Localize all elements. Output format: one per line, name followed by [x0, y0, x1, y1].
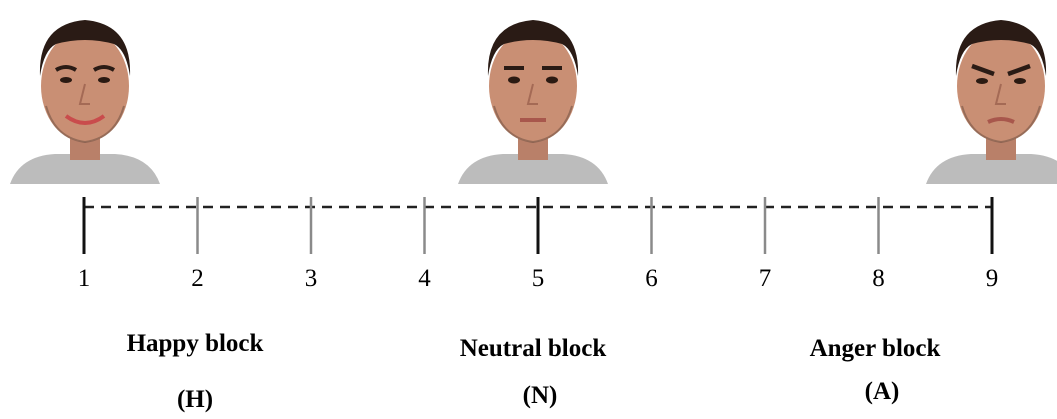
happy-block-code: (H)	[176, 386, 214, 413]
neutral-block-label: Neutral block	[459, 335, 607, 362]
face-figure	[458, 20, 608, 184]
tick-label-6: 6	[645, 265, 658, 292]
tick-label-2: 2	[191, 265, 204, 292]
tick-label-3: 3	[304, 265, 318, 292]
tick-label-4: 4	[418, 265, 431, 292]
neutral-block-code: (N)	[522, 382, 558, 409]
happy-block-label: Happy block	[126, 330, 264, 357]
tick-marks	[82, 197, 994, 254]
tick-label-9: 9	[985, 265, 999, 292]
anger-block-label: Anger block	[809, 335, 941, 362]
face-figure	[10, 20, 160, 184]
tick-label-5: 5	[531, 265, 545, 292]
tick-label-1: 1	[77, 265, 91, 292]
tick-label-7: 7	[758, 265, 772, 292]
anger-block-code: (A)	[864, 378, 900, 405]
face-figure	[926, 20, 1057, 184]
happy-face-image	[10, 20, 160, 184]
tick-label-8: 8	[872, 265, 885, 292]
anger-face-image	[926, 20, 1057, 184]
neutral-face-image	[458, 20, 608, 184]
